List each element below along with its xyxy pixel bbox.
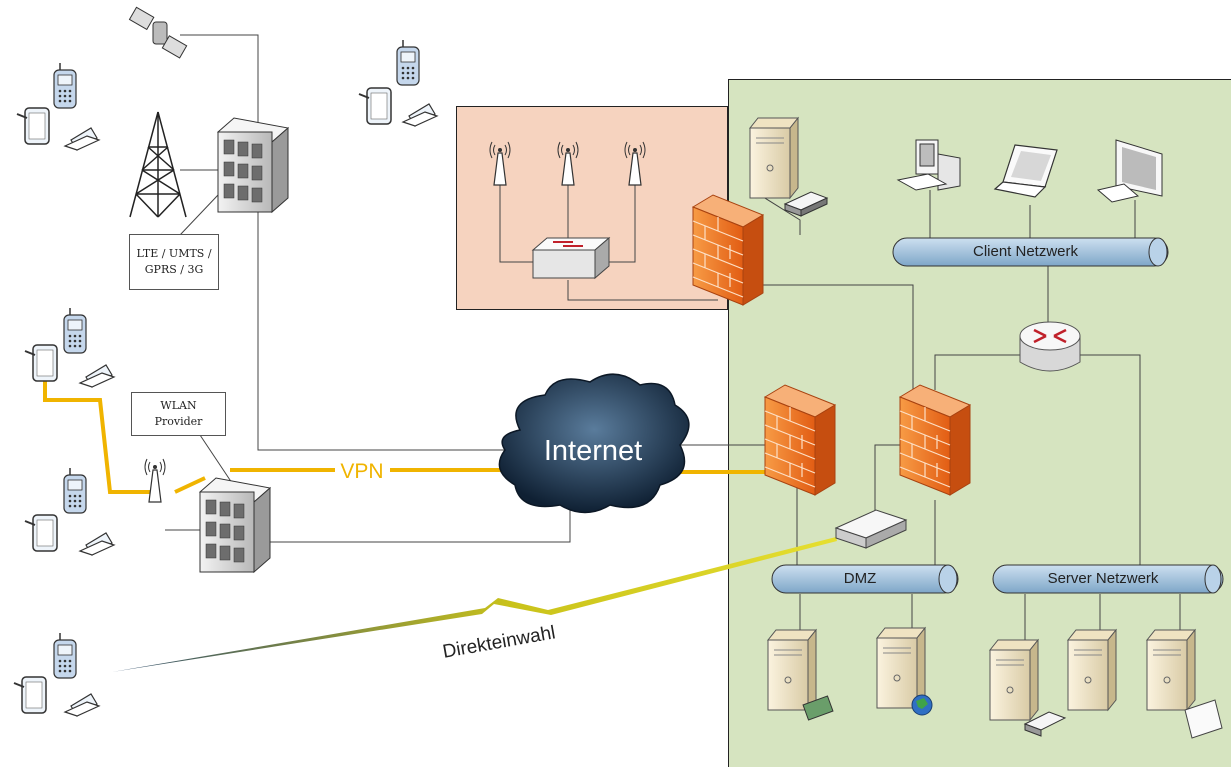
connection-lines bbox=[165, 34, 1181, 645]
firewall-icon bbox=[692, 194, 764, 306]
satellite-icon bbox=[128, 6, 188, 59]
client-network-label: Client Netzwerk bbox=[972, 243, 1079, 260]
firewall-icon bbox=[899, 384, 971, 496]
building-icon bbox=[199, 477, 271, 573]
server-icon bbox=[767, 629, 817, 711]
lte-label: LTE / UMTS / GPRS / 3G bbox=[129, 234, 219, 290]
building-icon bbox=[217, 117, 289, 213]
server-icon bbox=[989, 639, 1039, 721]
server-network-pipe bbox=[992, 564, 1224, 594]
card-icon bbox=[1184, 699, 1223, 739]
direct-dial-label: Direkteinwahl bbox=[441, 622, 557, 662]
vpn-line bbox=[43, 378, 765, 494]
access-point-icon bbox=[624, 141, 646, 186]
dmz-label: DMZ bbox=[843, 570, 877, 587]
switch-icon bbox=[531, 236, 611, 280]
network-card-icon bbox=[802, 695, 834, 721]
firewall-icon bbox=[764, 384, 836, 496]
server-icon bbox=[1146, 629, 1196, 711]
server-network-label: Server Netzwerk bbox=[1047, 570, 1159, 587]
access-point-icon bbox=[489, 141, 511, 186]
wlan-provider-label: WLAN Provider bbox=[131, 392, 226, 436]
server-icon bbox=[1067, 629, 1117, 711]
router-icon bbox=[1019, 321, 1081, 372]
cell-tower-icon bbox=[129, 111, 187, 218]
internet-label: Internet bbox=[544, 435, 642, 467]
access-point-icon bbox=[144, 458, 166, 503]
desktop-icon bbox=[896, 139, 961, 191]
globe-icon bbox=[911, 694, 933, 716]
access-point-icon bbox=[557, 141, 579, 186]
laptop-icon bbox=[993, 144, 1058, 198]
modem-icon bbox=[834, 509, 908, 549]
vpn-label: VPN bbox=[340, 460, 383, 483]
modem-icon bbox=[1023, 711, 1067, 737]
internet-cloud-icon bbox=[498, 373, 690, 514]
dmz-pipe bbox=[771, 564, 959, 594]
monitor-icon bbox=[1096, 139, 1163, 203]
server-icon bbox=[749, 117, 799, 199]
client-network-pipe bbox=[892, 237, 1169, 267]
modem-icon bbox=[783, 191, 829, 217]
